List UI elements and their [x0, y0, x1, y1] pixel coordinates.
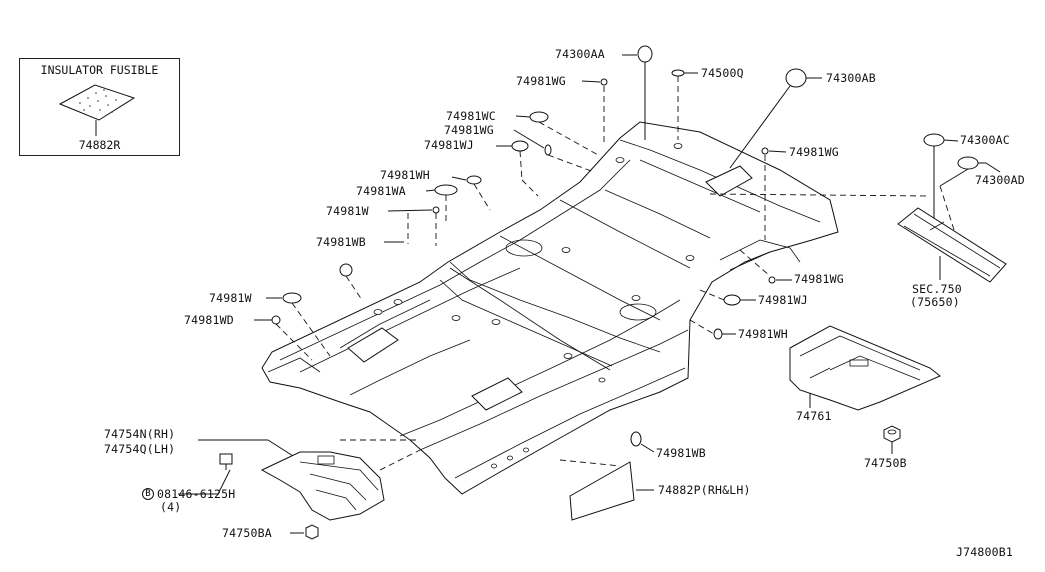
label-74300AB: 74300AB	[826, 71, 876, 85]
rear-floor-insulator	[789, 325, 941, 411]
label-74300AA: 74300AA	[555, 47, 605, 61]
label-sec-750: SEC.750	[912, 282, 962, 296]
label-74981WB-lower: 74981WB	[656, 446, 706, 460]
label-74761: 74761	[796, 409, 832, 423]
insulator-pad-shape	[58, 84, 136, 136]
label-74981WC: 74981WC	[446, 109, 496, 123]
label-74754Q: 74754Q(LH)	[104, 442, 176, 456]
inset-title: INSULATOR FUSIBLE	[40, 63, 159, 77]
label-74981WJ-upper: 74981WJ	[424, 138, 474, 152]
leader-lines	[178, 54, 1001, 534]
insulator-strip-74882p	[569, 461, 635, 521]
label-74981WB-upper: 74981WB	[316, 235, 366, 249]
label-74754N: 74754N(RH)	[104, 427, 176, 441]
nut-74750b	[883, 425, 901, 443]
label-74981WH-lower: 74981WH	[738, 327, 788, 341]
label-74750B: 74750B	[864, 456, 907, 470]
label-74981WH-upper: 74981WH	[380, 168, 430, 182]
label-74300AC: 74300AC	[960, 133, 1010, 147]
label-74981WA: 74981WA	[356, 184, 406, 198]
label-74981W-lower: 74981W	[209, 291, 252, 305]
floor-panel	[261, 121, 839, 495]
label-74981WG-mid: 74981WG	[444, 123, 494, 137]
label-74882P: 74882P(RH&LH)	[658, 483, 751, 497]
label-74981WG-top: 74981WG	[516, 74, 566, 88]
front-insulator-74754	[219, 451, 385, 540]
inset-part-number: 74882R	[78, 138, 121, 152]
label-74981WJ-lower: 74981WJ	[758, 293, 808, 307]
label-75650: (75650)	[910, 295, 960, 309]
diagram-reference: J74800B1	[956, 545, 1013, 559]
label-bolt-qty: (4)	[160, 500, 182, 514]
label-74981WG-right: 74981WG	[789, 145, 839, 159]
label-74981W-upper: 74981W	[326, 204, 369, 218]
label-74300AD: 74300AD	[975, 173, 1025, 187]
label-74750BA: 74750BA	[222, 526, 272, 540]
bolt-b-marker: B	[142, 488, 154, 500]
section-750-member	[897, 207, 1007, 283]
label-74981WG-lower: 74981WG	[794, 272, 844, 286]
label-bolt-08146: 08146-6125H	[157, 487, 236, 501]
label-74500Q: 74500Q	[701, 66, 744, 80]
label-74981WD: 74981WD	[184, 313, 234, 327]
insulator-fusible-inset: INSULATOR FUSIBLE 74882R	[19, 58, 180, 156]
